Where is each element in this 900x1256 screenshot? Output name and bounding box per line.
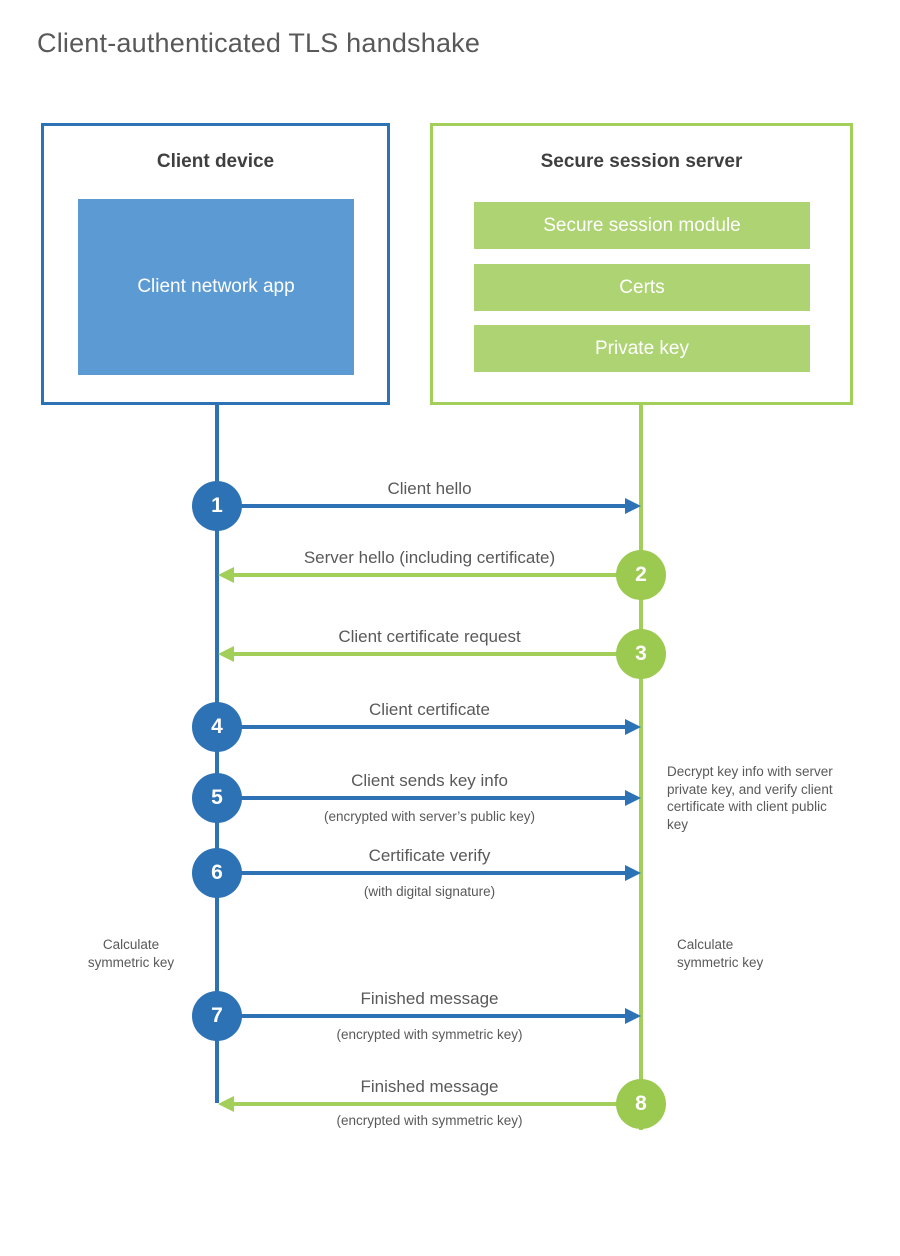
- client-device-box: Client device Client network app: [41, 123, 390, 405]
- step-circle-7: 7: [192, 991, 242, 1041]
- server-module-certs: Certs: [474, 264, 810, 311]
- message-label-7: Finished message: [360, 989, 499, 1008]
- message-sublabel-5: (encrypted with server’s public key): [323, 809, 536, 824]
- arrow-right-7: [217, 1008, 641, 1024]
- arrow-right-4: [217, 719, 641, 735]
- server-box: Secure session server Secure session mod…: [430, 123, 853, 405]
- message-label-1: Client hello: [387, 479, 472, 498]
- server-lifeline: [639, 404, 643, 1130]
- server-module-private-key: Private key: [474, 325, 810, 372]
- message-sublabel-8: (encrypted with symmetric key): [336, 1113, 523, 1128]
- calc-symmetric-right: Calculate symmetric key: [677, 937, 764, 970]
- message-sublabel-6: (with digital signature): [363, 884, 496, 899]
- message-label-2: Server hello (including certificate): [303, 548, 556, 567]
- step-circle-2: 2: [616, 550, 666, 600]
- client-device-title: Client device: [156, 151, 275, 172]
- message-label-3: Client certificate request: [338, 627, 521, 646]
- message-label-6: Certificate verify: [368, 846, 491, 865]
- arrow-right-1: [217, 498, 641, 514]
- message-sublabel-7: (encrypted with symmetric key): [336, 1027, 523, 1042]
- arrow-left-2: [218, 567, 641, 583]
- step-circle-5: 5: [192, 773, 242, 823]
- message-label-5: Client sends key info: [351, 771, 508, 790]
- arrow-right-6: [217, 865, 641, 881]
- arrow-left-3: [218, 646, 641, 662]
- step-circle-4: 4: [192, 702, 242, 752]
- arrow-right-5: [217, 790, 641, 806]
- decrypt-note: Decrypt key info with server private key…: [667, 764, 833, 832]
- calc-symmetric-left: Calculate symmetric key: [87, 937, 175, 970]
- page-title: Client-authenticated TLS handshake: [37, 28, 481, 58]
- step-circle-3: 3: [616, 629, 666, 679]
- message-label-4: Client certificate: [369, 700, 490, 719]
- client-network-app-box: Client network app: [78, 199, 354, 375]
- server-title: Secure session server: [540, 151, 743, 172]
- client-lifeline: [215, 404, 219, 1103]
- step-circle-6: 6: [192, 848, 242, 898]
- step-circle-8: 8: [616, 1079, 666, 1129]
- step-circle-1: 1: [192, 481, 242, 531]
- message-label-8: Finished message: [360, 1077, 499, 1096]
- arrow-left-8: [218, 1096, 641, 1112]
- server-module-secure-session: Secure session module: [474, 202, 810, 249]
